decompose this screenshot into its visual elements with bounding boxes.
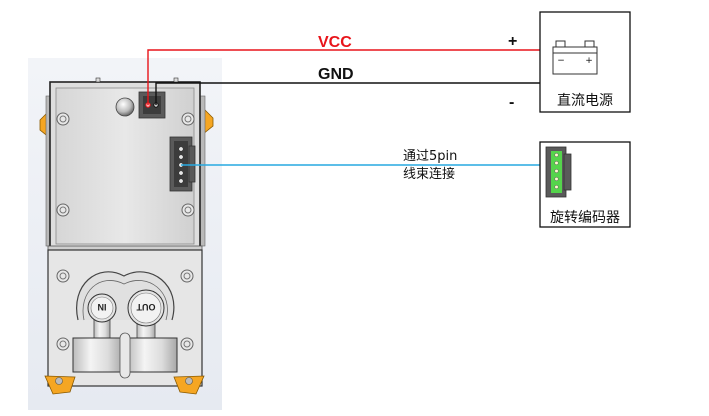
screw-top-left [56, 112, 70, 126]
encoder-connector-icon [545, 146, 572, 198]
screw-bottom-right [181, 203, 195, 217]
plus-terminal-label: + [508, 33, 517, 50]
power-connector [138, 91, 166, 119]
svg-text:−: − [557, 56, 565, 66]
rotary-encoder: 旋转编码器 [539, 141, 631, 228]
bottom-left-foot [44, 375, 76, 395]
pump-head: IN OUT [44, 249, 205, 395]
inlet-label: IN [98, 302, 107, 312]
svg-text:+: + [585, 56, 593, 66]
gnd-wire [155, 82, 540, 105]
indicator-knob [115, 97, 135, 117]
signal-label-line1: 通过5pin [403, 149, 457, 164]
pump-motor-housing [39, 77, 214, 253]
screw-top-right [181, 112, 195, 126]
outlet-port: OUT [127, 289, 165, 341]
vcc-wire [147, 49, 540, 105]
power-supply-title: 直流电源 [557, 92, 613, 109]
encoder-connector-on-pump [169, 136, 196, 192]
outlet-label: OUT [136, 302, 156, 312]
tube-clamp-left [72, 337, 124, 373]
tube-clamp-right [126, 337, 178, 373]
minus-terminal-label: - [509, 94, 514, 111]
screw-bottom-left [56, 203, 70, 217]
encoder-title: 旋转编码器 [550, 210, 620, 226]
signal-label-line2: 线束连接 [403, 166, 455, 182]
inlet-port: IN [87, 293, 117, 341]
bottom-right-foot [173, 375, 205, 395]
vcc-label: VCC [318, 34, 352, 51]
battery-icon: − + [552, 40, 598, 75]
dc-power-supply: − + 直流电源 [539, 11, 631, 113]
gnd-label: GND [318, 66, 354, 83]
